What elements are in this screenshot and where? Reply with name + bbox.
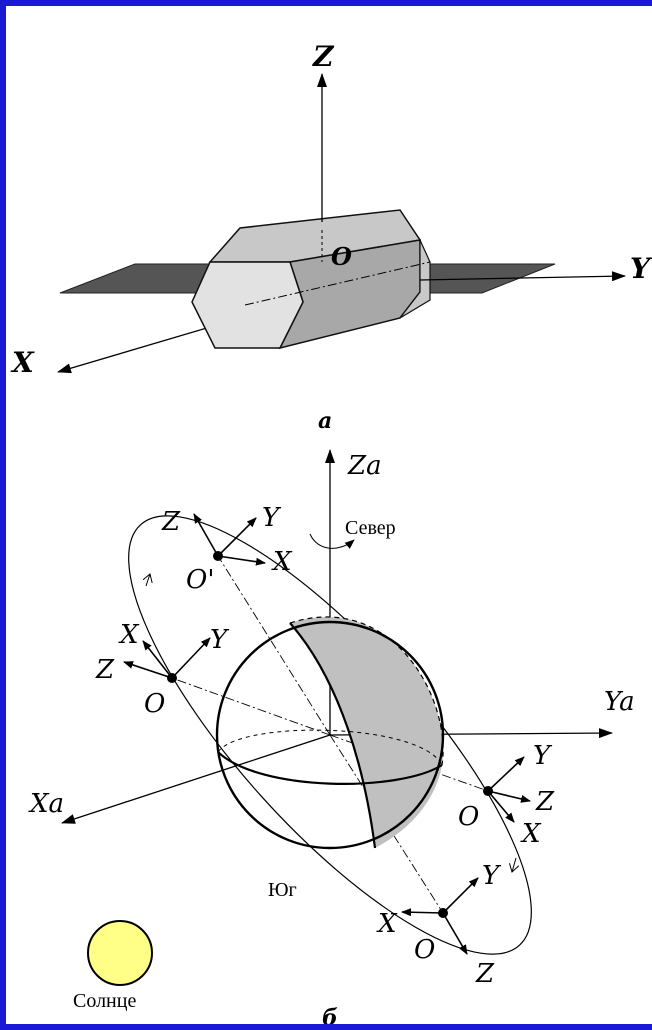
frame-bottom-z-arrow bbox=[442, 912, 468, 955]
frame-left-z-arrow bbox=[123, 661, 173, 679]
frame-bottom-x-arrow bbox=[401, 908, 444, 917]
frame-top-x-arrow bbox=[217, 555, 266, 566]
frame-top-y-label: Y bbox=[262, 503, 282, 533]
sun-label: Солнце bbox=[73, 990, 136, 1012]
earth-globe bbox=[215, 616, 445, 850]
radius-line-top bbox=[217, 555, 331, 736]
frame-right-y-label: Y bbox=[533, 741, 553, 771]
figure-canvas: Z Y X O а bbox=[10, 40, 652, 1030]
frame-right-origin-dot bbox=[483, 786, 493, 796]
frame-top-x-label: X bbox=[271, 547, 293, 577]
caption-a: а bbox=[318, 408, 332, 434]
south-label: Юг bbox=[268, 879, 297, 901]
frame-left-origin-dot bbox=[167, 673, 177, 683]
craft-frame-left: X Y Z O bbox=[95, 620, 230, 719]
frame-top-origin-label: O' bbox=[186, 565, 214, 595]
orbit-direction-arrow-1 bbox=[146, 574, 150, 587]
axis-y-label: Y bbox=[630, 252, 652, 285]
frame-top-origin-dot bbox=[213, 551, 223, 561]
rotation-arrow bbox=[309, 533, 355, 549]
globe-shaded-band bbox=[290, 616, 444, 848]
frame-top-z-label: Z bbox=[161, 507, 181, 537]
axis-y-line bbox=[419, 271, 626, 282]
globe-equator-back bbox=[217, 729, 443, 766]
frame-right-origin-label: O bbox=[458, 802, 479, 832]
north-label: Север bbox=[345, 517, 396, 539]
frame-right-z-label: Z bbox=[535, 787, 555, 817]
globe-equator bbox=[217, 751, 443, 785]
frame-bottom-y-label: Y bbox=[482, 861, 502, 891]
frame-left-x-label: X bbox=[118, 620, 140, 650]
frame-left-y-arrow bbox=[171, 637, 211, 679]
axis-ya-label: Ya bbox=[604, 687, 635, 717]
frame-bottom-y-arrow bbox=[442, 877, 479, 914]
axis-xa-line bbox=[61, 734, 331, 824]
frame-top-y-arrow bbox=[217, 517, 257, 557]
frame-bottom-z-label: Z bbox=[475, 959, 495, 989]
frame-top-z-arrow bbox=[193, 513, 219, 557]
globe-outline bbox=[215, 620, 445, 850]
frame-bottom-origin-label: O bbox=[414, 935, 435, 965]
frame-right-x-label: X bbox=[520, 819, 542, 849]
frame-right-x-arrow bbox=[487, 790, 515, 823]
origin-label: O bbox=[331, 242, 352, 271]
globe-meridian bbox=[289, 622, 377, 849]
body-axis-dashed bbox=[244, 261, 431, 306]
craft-frame-right: Y Z X O bbox=[458, 741, 555, 849]
axis-x-label: X bbox=[10, 346, 35, 379]
frame-right-y-arrow bbox=[487, 756, 525, 792]
axis-za-label: Za bbox=[347, 451, 382, 481]
hex-body-front bbox=[191, 261, 304, 349]
radius-line-left bbox=[171, 677, 331, 736]
frame-right-z-arrow bbox=[487, 790, 531, 803]
panel-b: Север Юг Za Ya Xa Z Y X O' X Y Z O bbox=[28, 449, 635, 1030]
frame-bottom-x-label: X bbox=[376, 909, 398, 939]
frame-left-x-arrow bbox=[142, 640, 173, 679]
caption-b: б bbox=[322, 1005, 338, 1030]
frame-bottom-origin-dot bbox=[438, 908, 448, 918]
radius-line-right bbox=[329, 734, 489, 792]
solar-panel-left bbox=[59, 263, 217, 294]
frame-left-y-label: Y bbox=[210, 625, 230, 655]
globe-meridian-back bbox=[289, 616, 444, 766]
hex-body-edge bbox=[399, 239, 431, 319]
orbit-direction-arrow-2 bbox=[512, 857, 516, 872]
axis-z-label: Z bbox=[312, 40, 335, 73]
craft-frame-bottom: Y X O Z bbox=[376, 861, 502, 989]
craft-frame-top: Z Y X O' bbox=[161, 503, 293, 595]
panel-a: Z Y X O а bbox=[10, 40, 652, 434]
axis-xa-label: Xa bbox=[28, 789, 64, 819]
frame-left-z-label: Z bbox=[95, 655, 115, 685]
frame-left-origin-label: O bbox=[144, 689, 165, 719]
sun-circle bbox=[87, 920, 153, 986]
